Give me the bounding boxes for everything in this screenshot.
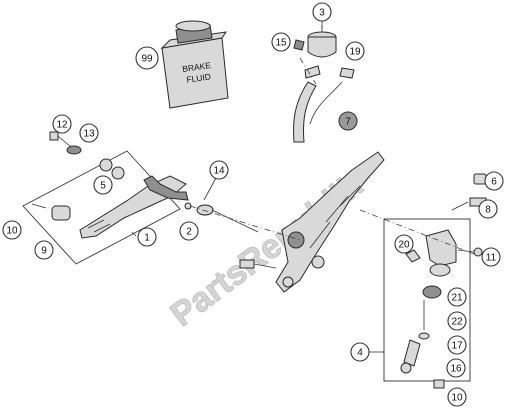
svg-text:12: 12: [56, 120, 68, 131]
callout-13: 13: [79, 123, 99, 143]
callout-6: 6: [484, 171, 504, 191]
assembly-axis-3: [299, 57, 317, 85]
callout-5: 5: [93, 175, 113, 195]
bottle-label-fluid: FLUID: [186, 71, 212, 84]
svg-text:99: 99: [141, 54, 153, 65]
callout-15: 15: [271, 32, 291, 52]
callout-8: 8: [478, 199, 498, 219]
svg-text:19: 19: [349, 47, 361, 58]
svg-text:22: 22: [451, 317, 463, 328]
svg-text:15: 15: [275, 38, 287, 49]
svg-text:17: 17: [451, 341, 463, 352]
svg-text:2: 2: [186, 227, 192, 238]
svg-text:14: 14: [213, 166, 225, 177]
bottle-label-brake: BRAKE: [182, 60, 212, 74]
assembly-axis-2: [359, 209, 475, 255]
svg-text:20: 20: [398, 240, 410, 251]
svg-text:8: 8: [485, 205, 491, 216]
svg-text:4: 4: [357, 348, 363, 359]
brake-hose: [293, 81, 343, 143]
svg-text:21: 21: [451, 293, 463, 304]
svg-text:7: 7: [345, 117, 351, 128]
svg-text:1: 1: [144, 233, 150, 244]
svg-text:3: 3: [319, 8, 325, 19]
right-hardware: [433, 173, 487, 389]
pushrod-assembly: [184, 202, 277, 269]
callout-leader-14: [203, 177, 217, 201]
callout-1: 1: [137, 227, 157, 247]
footrest-bracket: [275, 151, 385, 293]
callout-10-bottom: 10: [447, 387, 467, 407]
callout-16: 16: [446, 358, 466, 378]
pedal-box: [22, 150, 189, 265]
callout-17: 17: [447, 335, 467, 355]
callout-20: 20: [394, 234, 414, 254]
callout-2: 2: [179, 221, 199, 241]
callout-21: 21: [447, 287, 467, 307]
svg-text:11: 11: [486, 253, 497, 264]
callout-19: 19: [345, 41, 365, 61]
callout-leader-1: [131, 231, 137, 237]
callout-9: 9: [34, 240, 54, 260]
callout-4: 4: [350, 342, 370, 362]
callout-14: 14: [209, 160, 229, 180]
svg-text:10: 10: [451, 393, 463, 404]
svg-text:16: 16: [450, 364, 462, 375]
svg-text:5: 5: [100, 181, 106, 192]
svg-text:6: 6: [491, 177, 497, 188]
callout-11: 11: [481, 247, 501, 267]
brake-reservoir: [293, 25, 355, 79]
callout-99: 99: [135, 46, 159, 70]
svg-text:10: 10: [6, 226, 18, 237]
assembly-axis-1: [189, 205, 301, 241]
svg-text:9: 9: [41, 246, 47, 257]
pedal-bolt: [49, 131, 82, 155]
callout-3: 3: [312, 2, 332, 22]
master-cylinder-box: [383, 218, 471, 382]
callout-12: 12: [52, 114, 72, 134]
svg-text:13: 13: [83, 129, 95, 140]
brake-fluid-bottle: BRAKE FLUID: [160, 20, 229, 109]
callout-22: 22: [447, 311, 467, 331]
callout-10-top: 10: [2, 220, 22, 240]
callout-7: 7: [338, 111, 358, 131]
